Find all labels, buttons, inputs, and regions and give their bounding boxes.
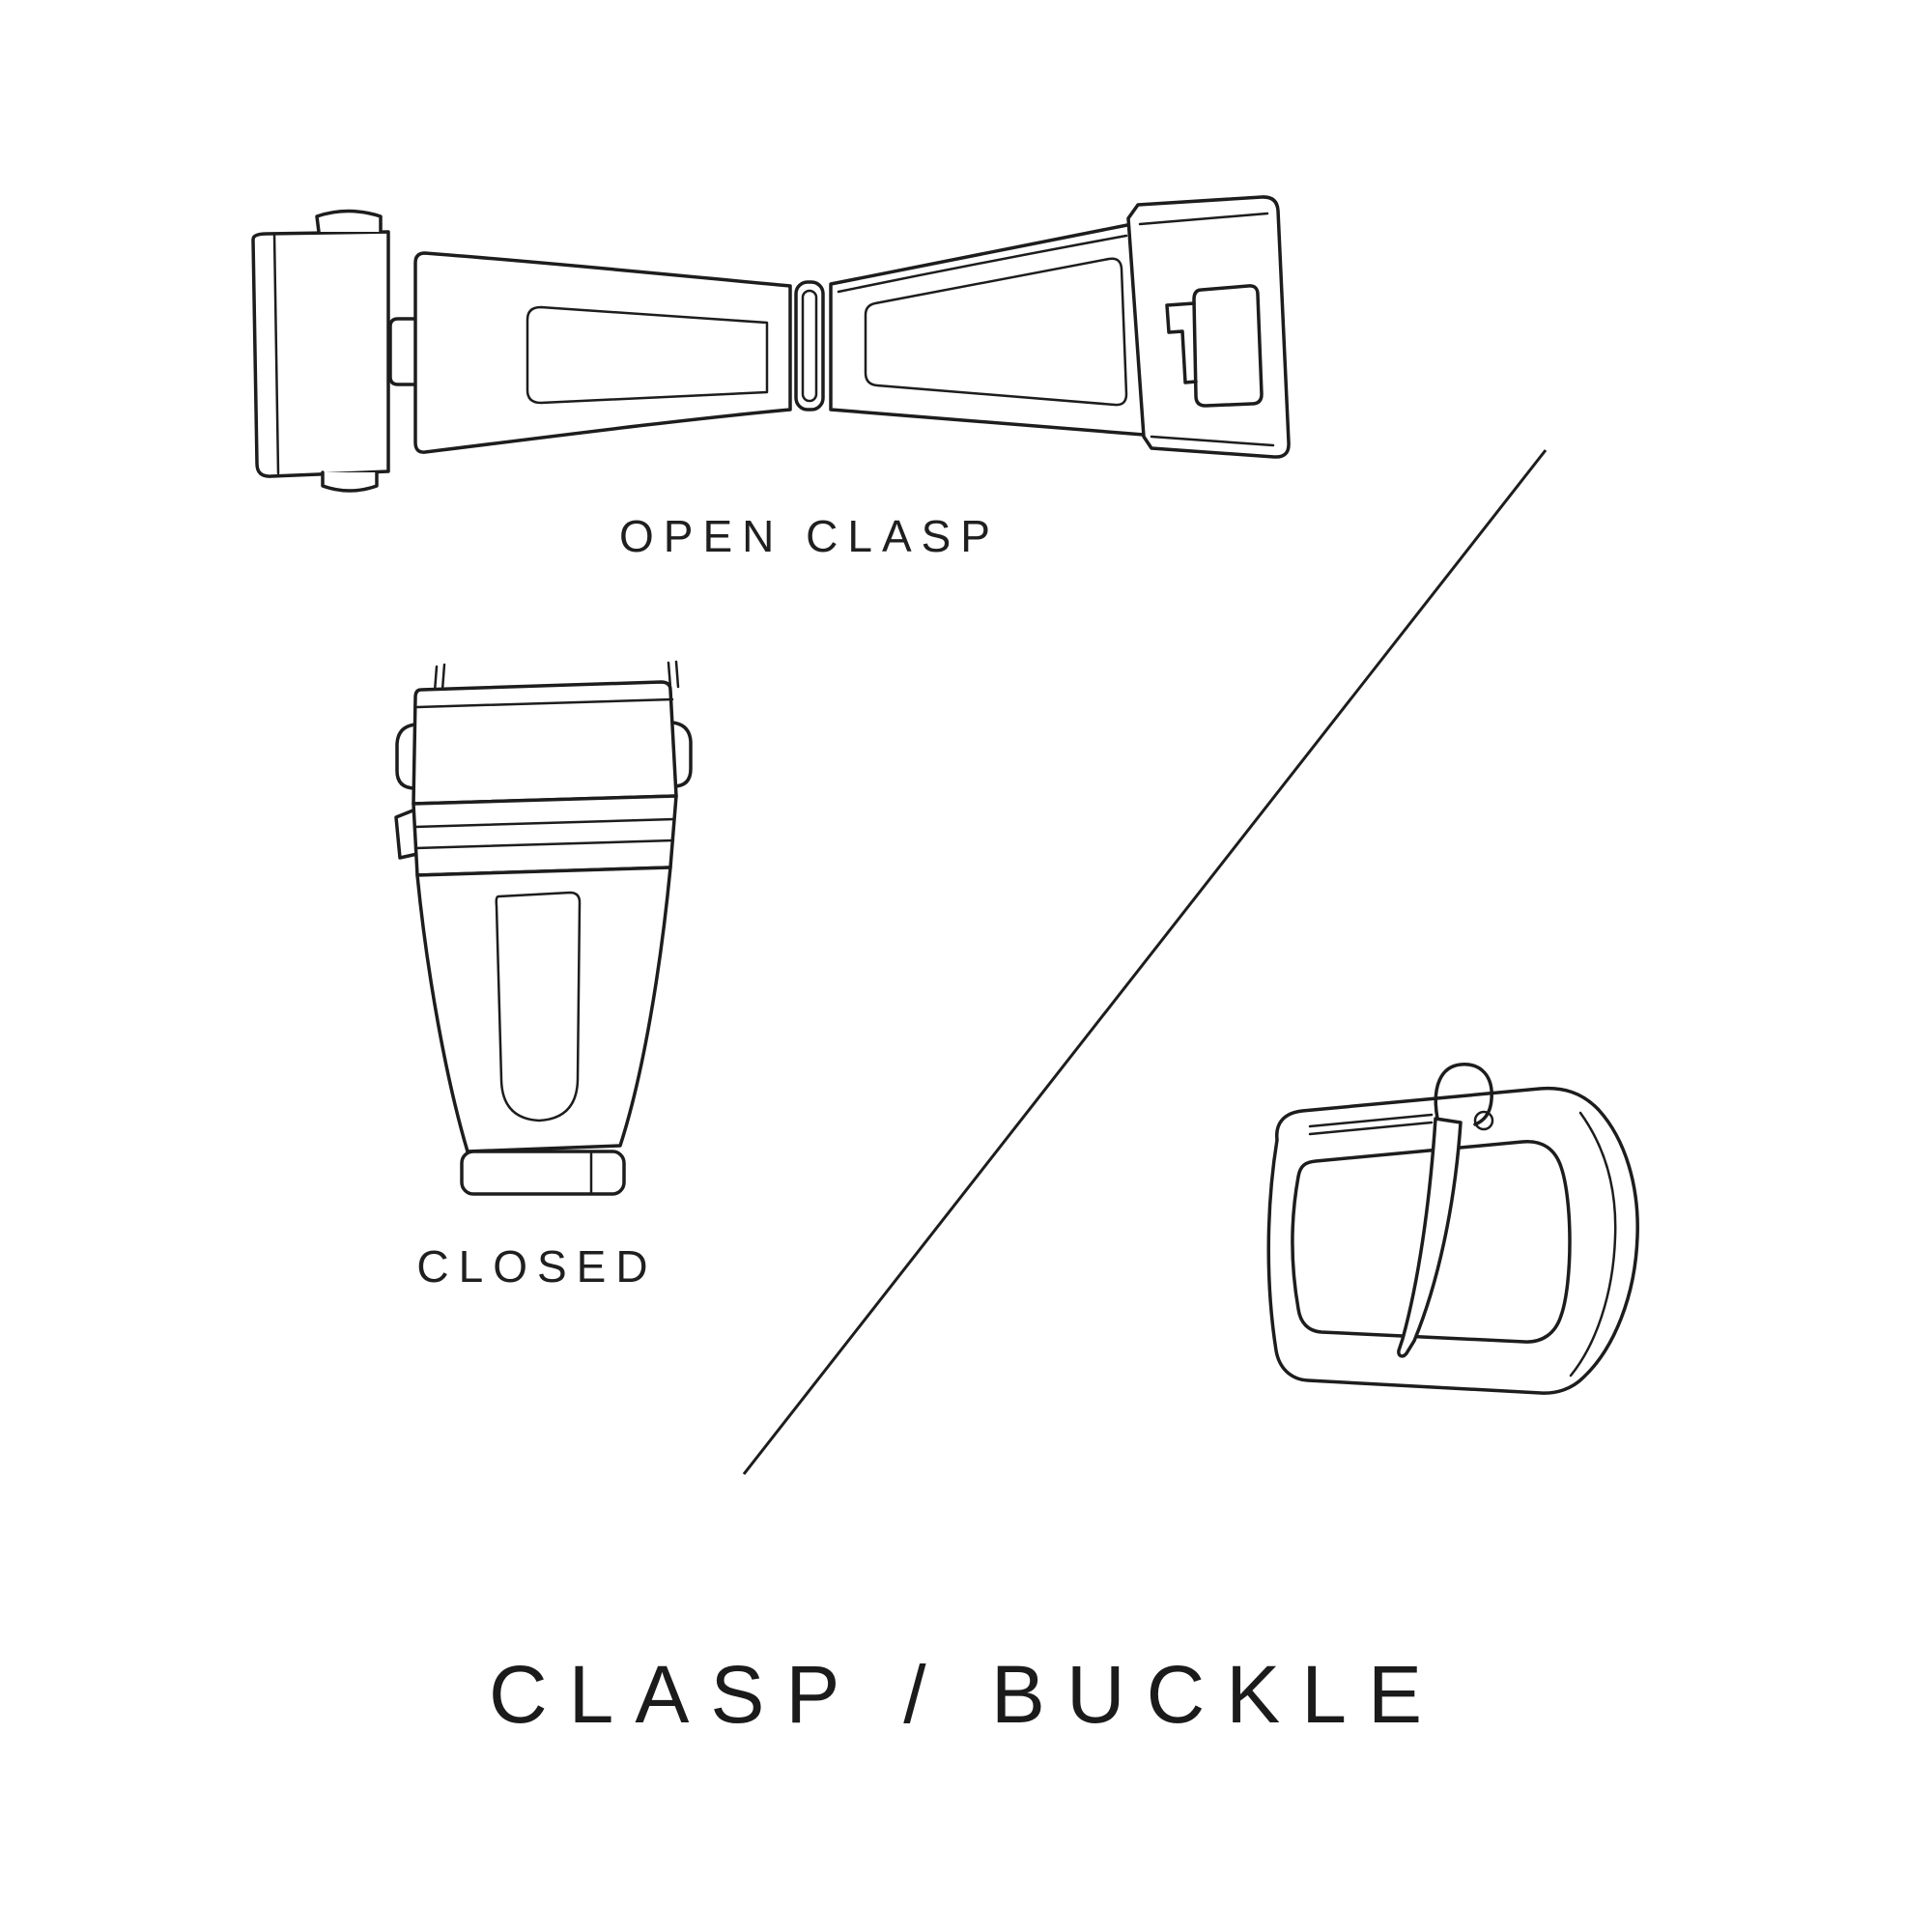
open-clasp-illustration	[253, 197, 1289, 491]
tang-buckle-illustration	[1268, 1065, 1637, 1393]
open-clasp-caption: OPEN CLASP	[619, 511, 1000, 561]
diagonal-divider	[744, 450, 1546, 1474]
closed-clasp-caption: CLOSED	[416, 1241, 658, 1292]
closed-clasp-illustration	[396, 662, 691, 1194]
diagram-title: CLASP / BUCKLE	[488, 1649, 1444, 1740]
